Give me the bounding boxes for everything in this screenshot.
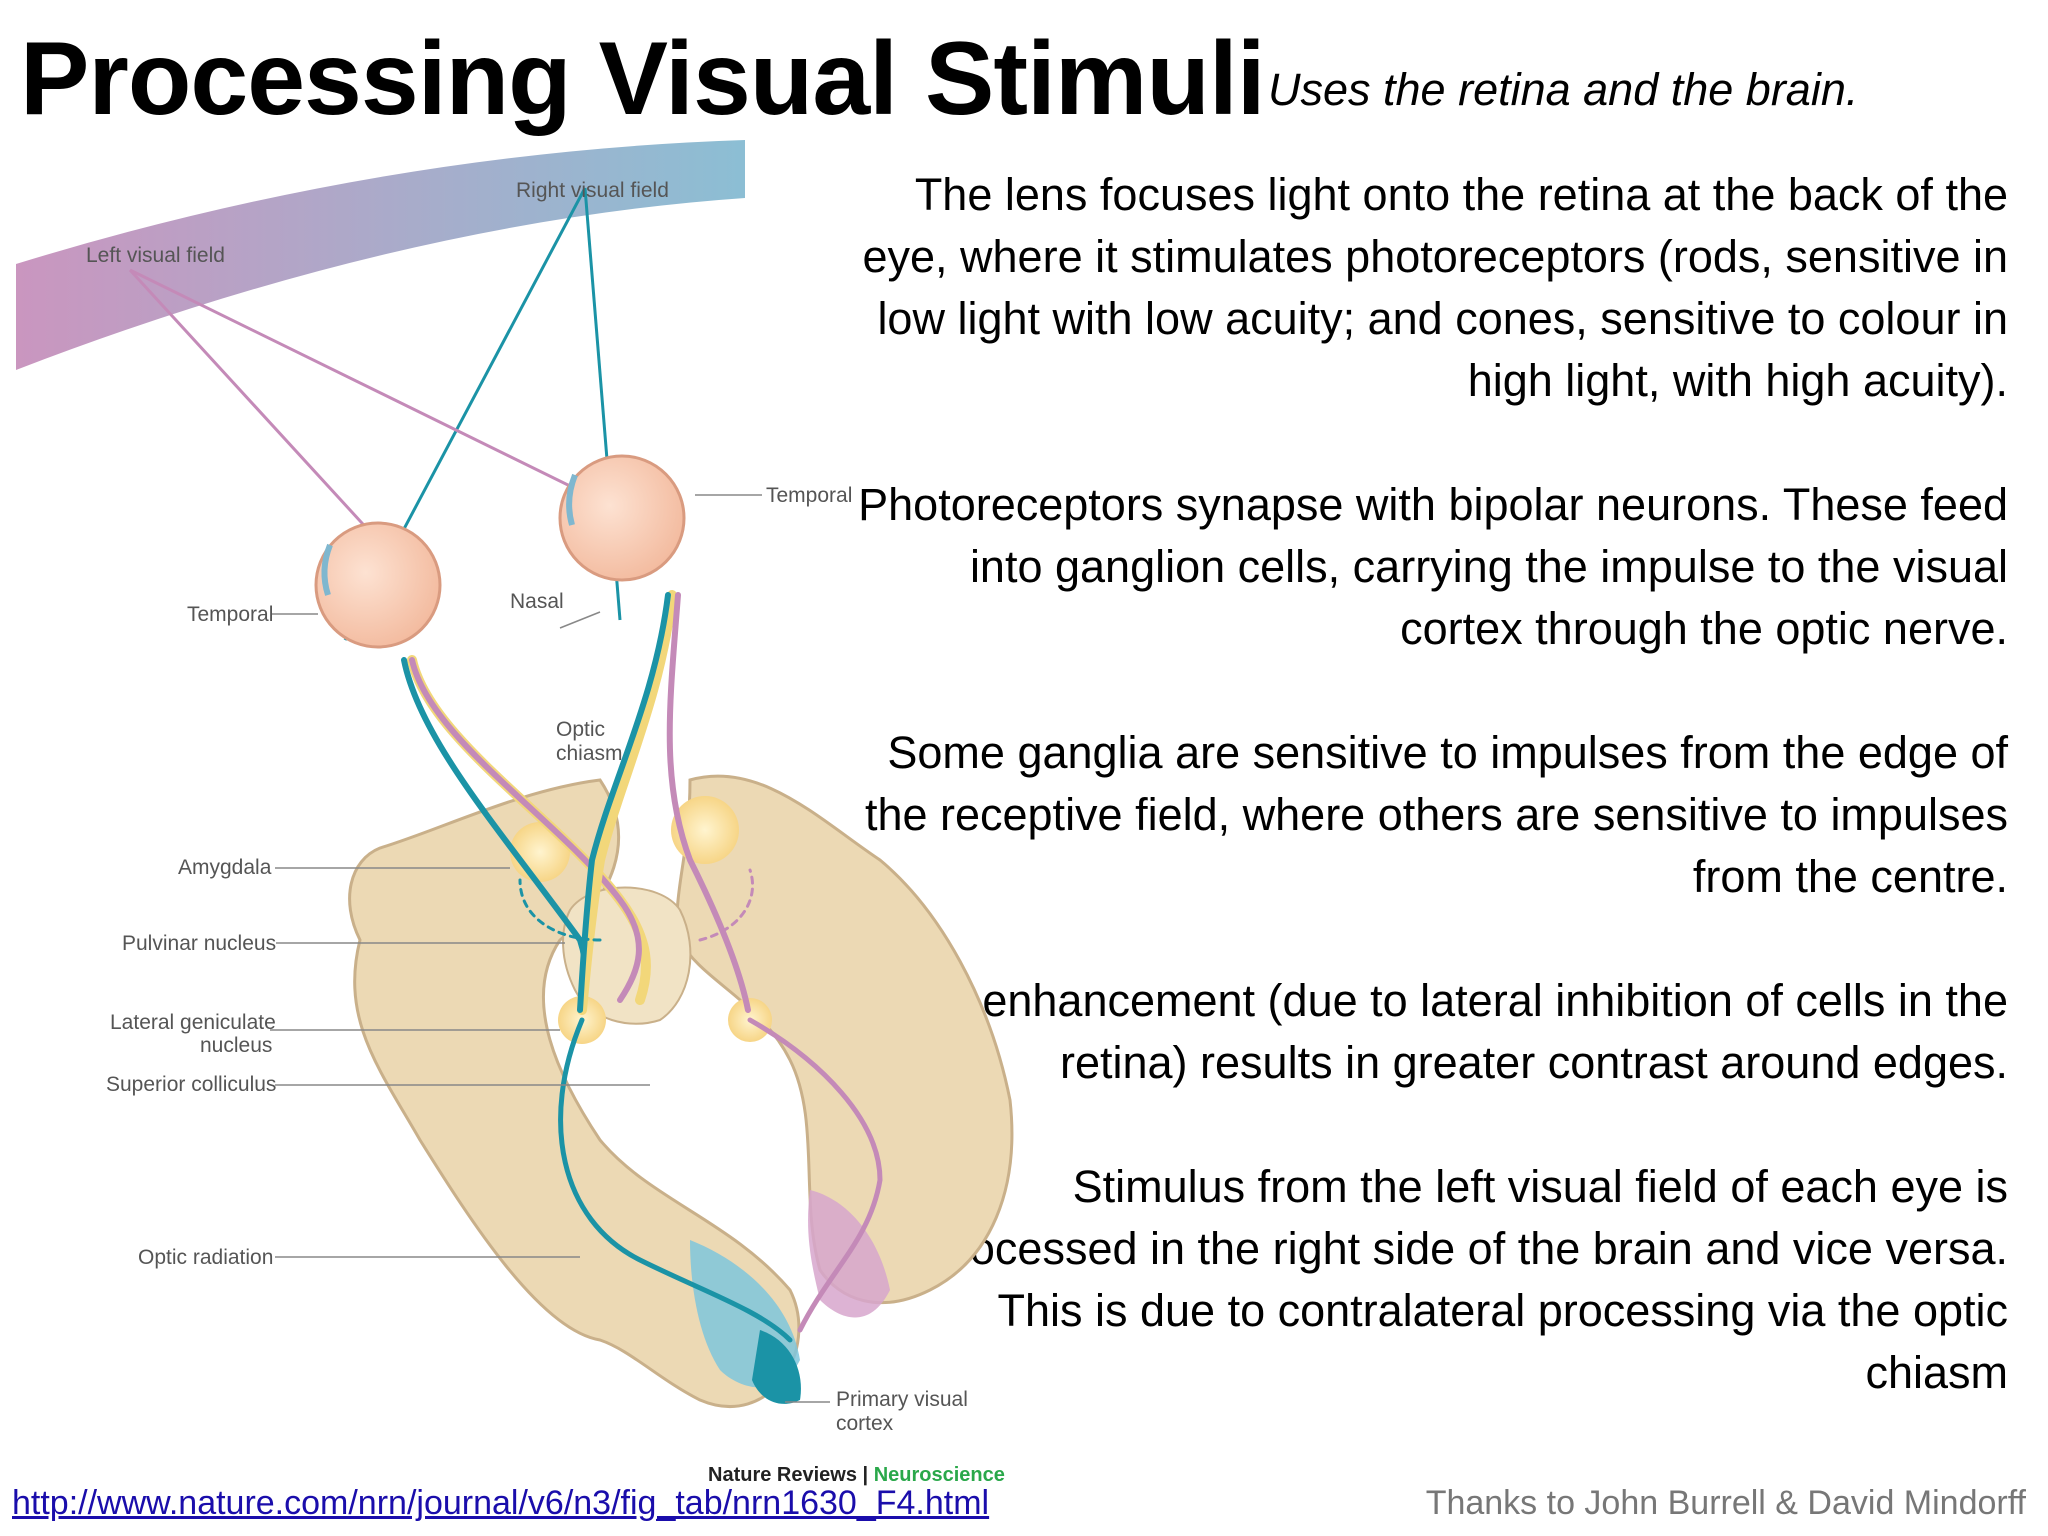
credit-section: Neuroscience (873, 1464, 1005, 1486)
label-left-visual-field: Left visual field (86, 244, 225, 267)
label-optic-radiation: Optic radiation (138, 1246, 273, 1269)
brain-tissue (348, 774, 1014, 1408)
paragraph-edge-enhancement: Edge enhancement (due to lateral inhibit… (864, 975, 2008, 1088)
leader-lines (270, 494, 830, 1403)
left-eyeball (314, 521, 442, 649)
paragraph-contralateral: Stimulus from the left visual field of e… (929, 1161, 2008, 1398)
right-eyeball (558, 454, 686, 582)
label-temporal-left: Temporal (187, 603, 273, 626)
acknowledgement-text: Thanks to John Burrell & David Mindorff (1425, 1484, 2026, 1522)
explanation-text: The lens focuses light onto the retina a… (858, 164, 2008, 1404)
label-right-visual-field: Right visual field (516, 179, 669, 202)
label-lgn-line1: Lateral geniculate (110, 1011, 276, 1034)
visual-pathway-diagram: Right visual field Left visual field Tem… (16, 140, 1014, 1435)
slide-subtitle: Uses the retina and the brain. (1268, 64, 1859, 115)
credit-separator: | (856, 1464, 874, 1486)
label-primary-visual-cortex-line1: Primary visual (836, 1388, 968, 1411)
label-amygdala: Amygdala (178, 856, 272, 879)
label-optic-chiasm-line2: chiasm (556, 742, 623, 765)
label-superior-colliculus: Superior colliculus (106, 1073, 276, 1096)
figure-credit: Nature Reviews | Neuroscience (708, 1464, 1005, 1487)
paragraph-ganglia: Some ganglia are sensitive to impulses f… (864, 727, 2008, 902)
label-optic-chiasm-line1: Optic (556, 718, 605, 741)
label-nasal: Nasal (510, 590, 564, 613)
label-temporal-right: Temporal (766, 484, 852, 507)
label-lgn-line2: nucleus (200, 1034, 272, 1057)
visual-field-band (16, 140, 745, 370)
label-primary-visual-cortex-line2: cortex (836, 1412, 894, 1435)
cortex-teal-patch (752, 1330, 801, 1404)
source-link[interactable]: http://www.nature.com/nrn/journal/v6/n3/… (12, 1484, 990, 1522)
label-pulvinar-nucleus: Pulvinar nucleus (122, 932, 276, 955)
paragraph-photoreceptors: Photoreceptors synapse with bipolar neur… (858, 479, 2008, 654)
paragraph-lens: The lens focuses light onto the retina a… (862, 169, 2008, 406)
credit-journal: Nature Reviews (708, 1464, 857, 1486)
optic-pathways (401, 590, 883, 1343)
slide-title: Processing Visual Stimuli (20, 21, 1266, 137)
